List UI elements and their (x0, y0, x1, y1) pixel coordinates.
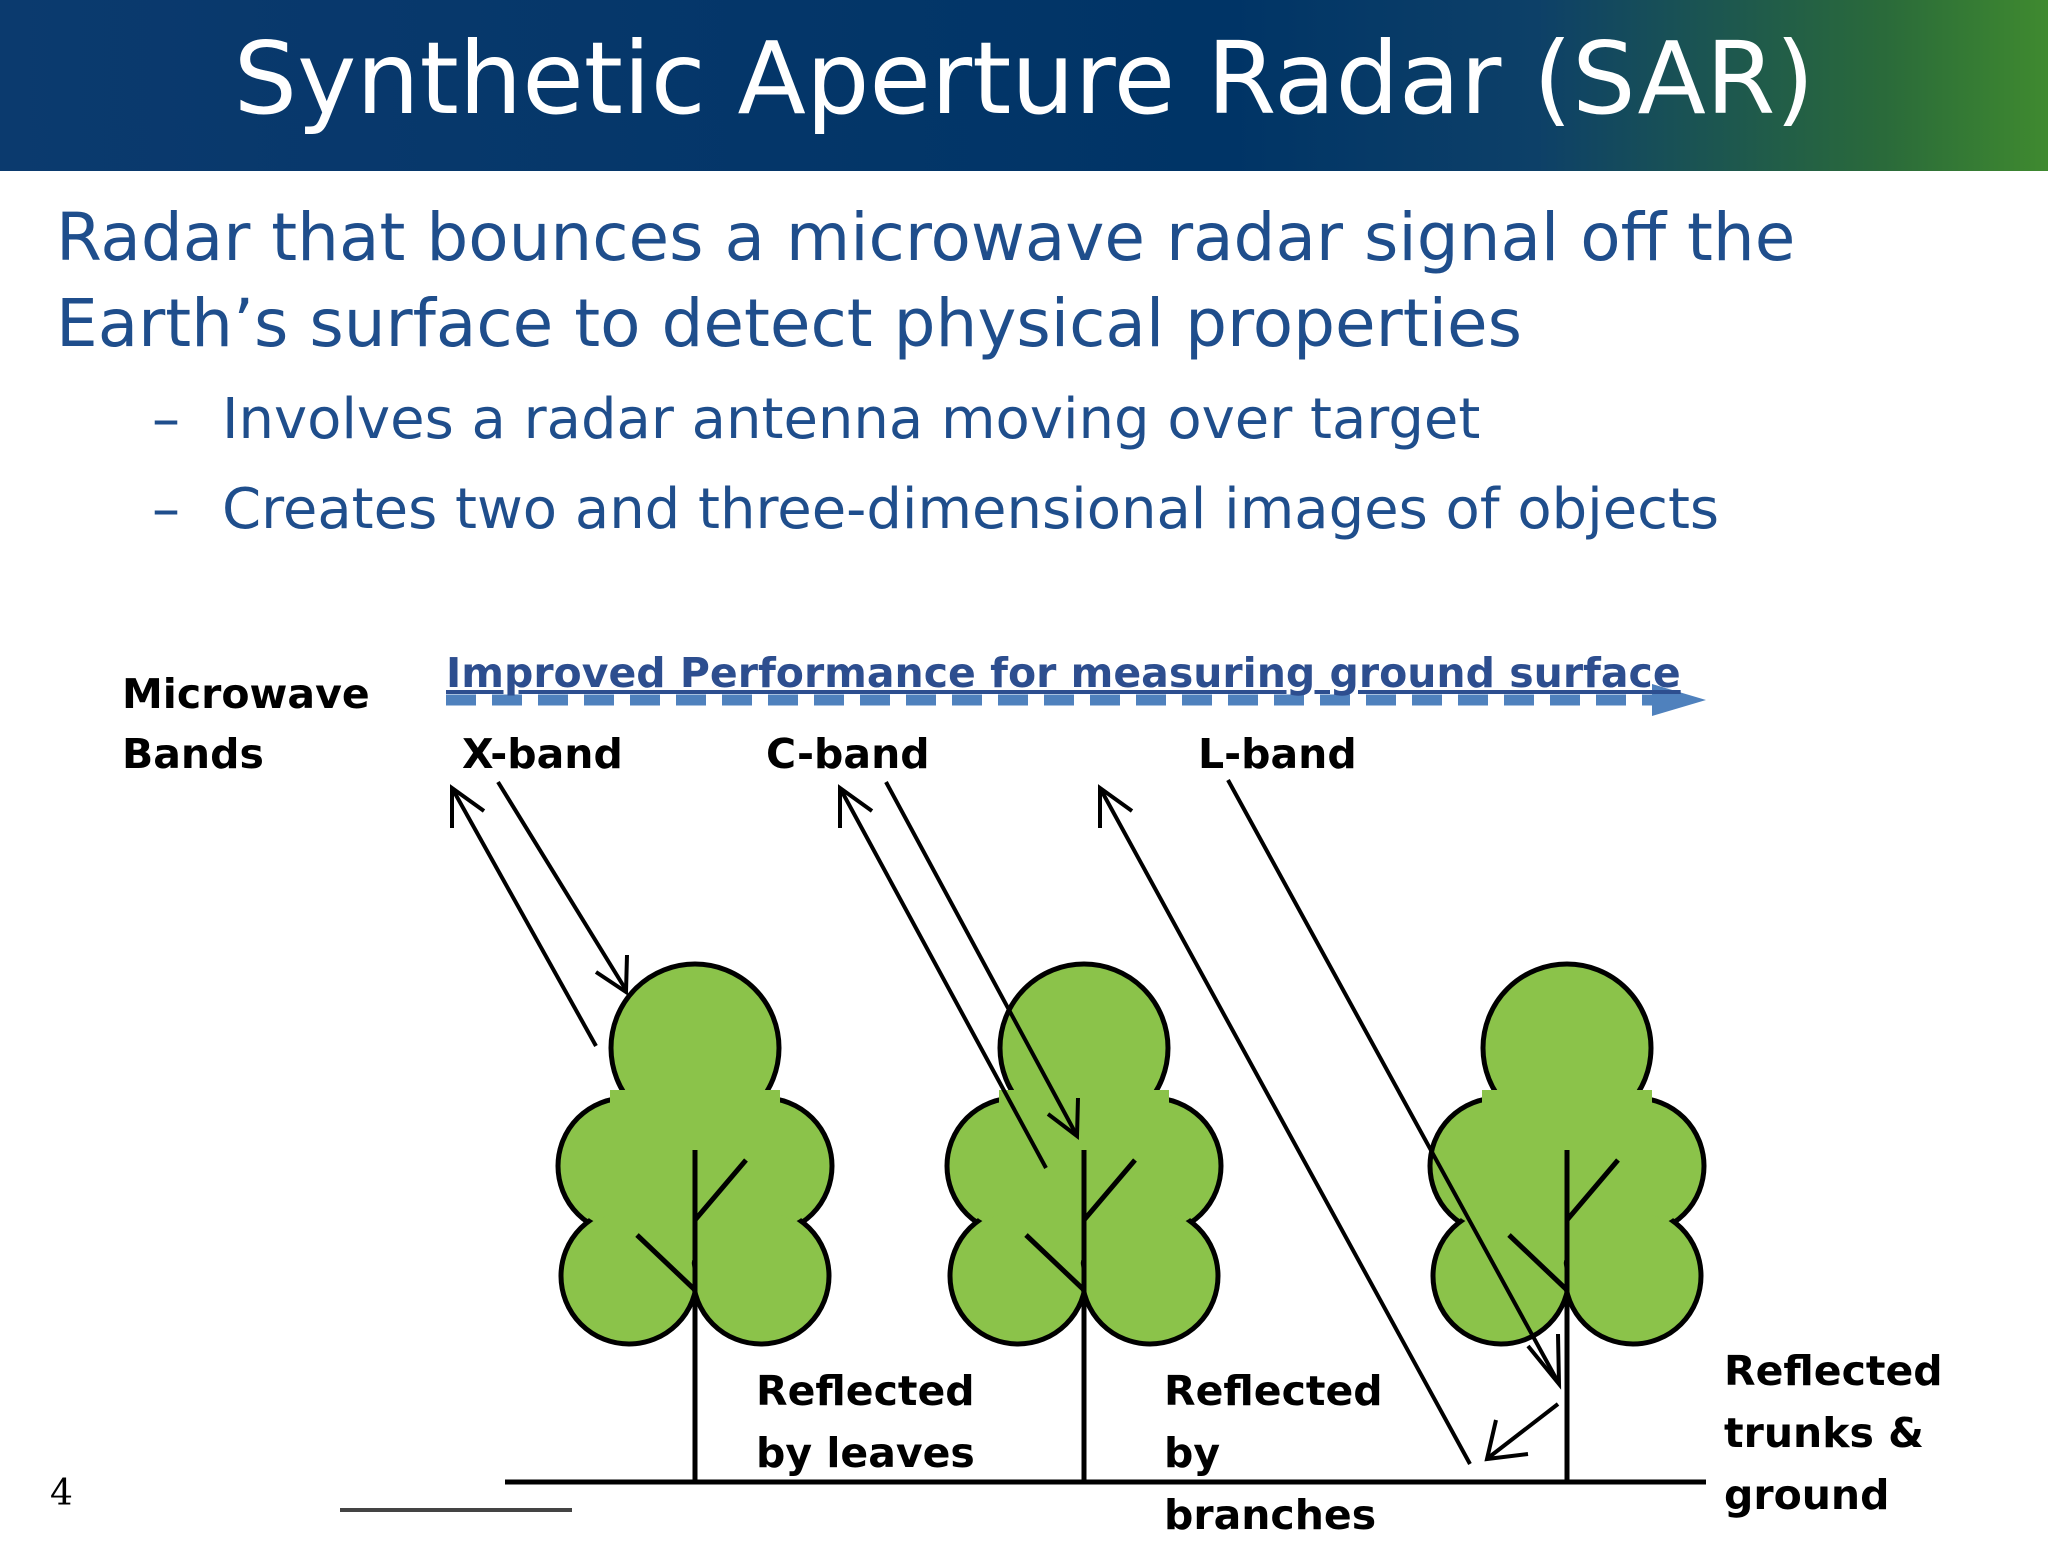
label-line: Reflected (756, 1367, 975, 1415)
reflected-by-branches-label: Reflected by branches (1164, 1360, 1444, 1546)
label-line: Reflected (1724, 1347, 1943, 1395)
bullet-item: Involves a radar antenna moving over tar… (222, 387, 1481, 452)
main-text-line-1: Radar that bounces a microwave radar sig… (56, 199, 1796, 276)
label-line: trunks & (1724, 1409, 1924, 1457)
label-line: branches (1164, 1491, 1377, 1539)
l-band-arrows (1098, 779, 1562, 1465)
band-label-l: L-band (1198, 730, 1357, 778)
bullet-dash: – (152, 387, 180, 452)
reflected-trunks-ground-label: Reflected trunks & ground (1724, 1340, 1964, 1526)
performance-label: Improved Performance for measuring groun… (446, 649, 1681, 697)
slide-title: Synthetic Aperture Radar (SAR) (233, 20, 1815, 137)
band-label-x: X-band (462, 730, 623, 778)
performance-arrow (446, 684, 1706, 716)
band-label-c: C-band (766, 730, 930, 778)
reflected-by-leaves-label: Reflected by leaves (756, 1360, 996, 1484)
label-line: by leaves (756, 1429, 975, 1477)
microwave-bands-line: Bands (122, 730, 264, 778)
title-bar: Synthetic Aperture Radar (SAR) (0, 0, 2048, 171)
x-band-arrowheads (450, 784, 629, 996)
microwave-bands-line: Microwave (122, 670, 370, 718)
tree-x-band (555, 961, 835, 1482)
c-band-arrows (838, 781, 1080, 1169)
label-line: Reflected by (1164, 1367, 1383, 1477)
main-text-line-2: Earth’s surface to detect physical prope… (56, 285, 1522, 362)
page-number: 4 (50, 1473, 73, 1514)
tree-c-band (944, 961, 1224, 1482)
microwave-bands-label: Microwave Bands (122, 664, 382, 784)
x-band-arrows (450, 780, 628, 1047)
bullet-dash: – (152, 477, 180, 542)
label-line: ground (1724, 1471, 1890, 1519)
bullet-item: Creates two and three-dimensional images… (222, 477, 1720, 542)
